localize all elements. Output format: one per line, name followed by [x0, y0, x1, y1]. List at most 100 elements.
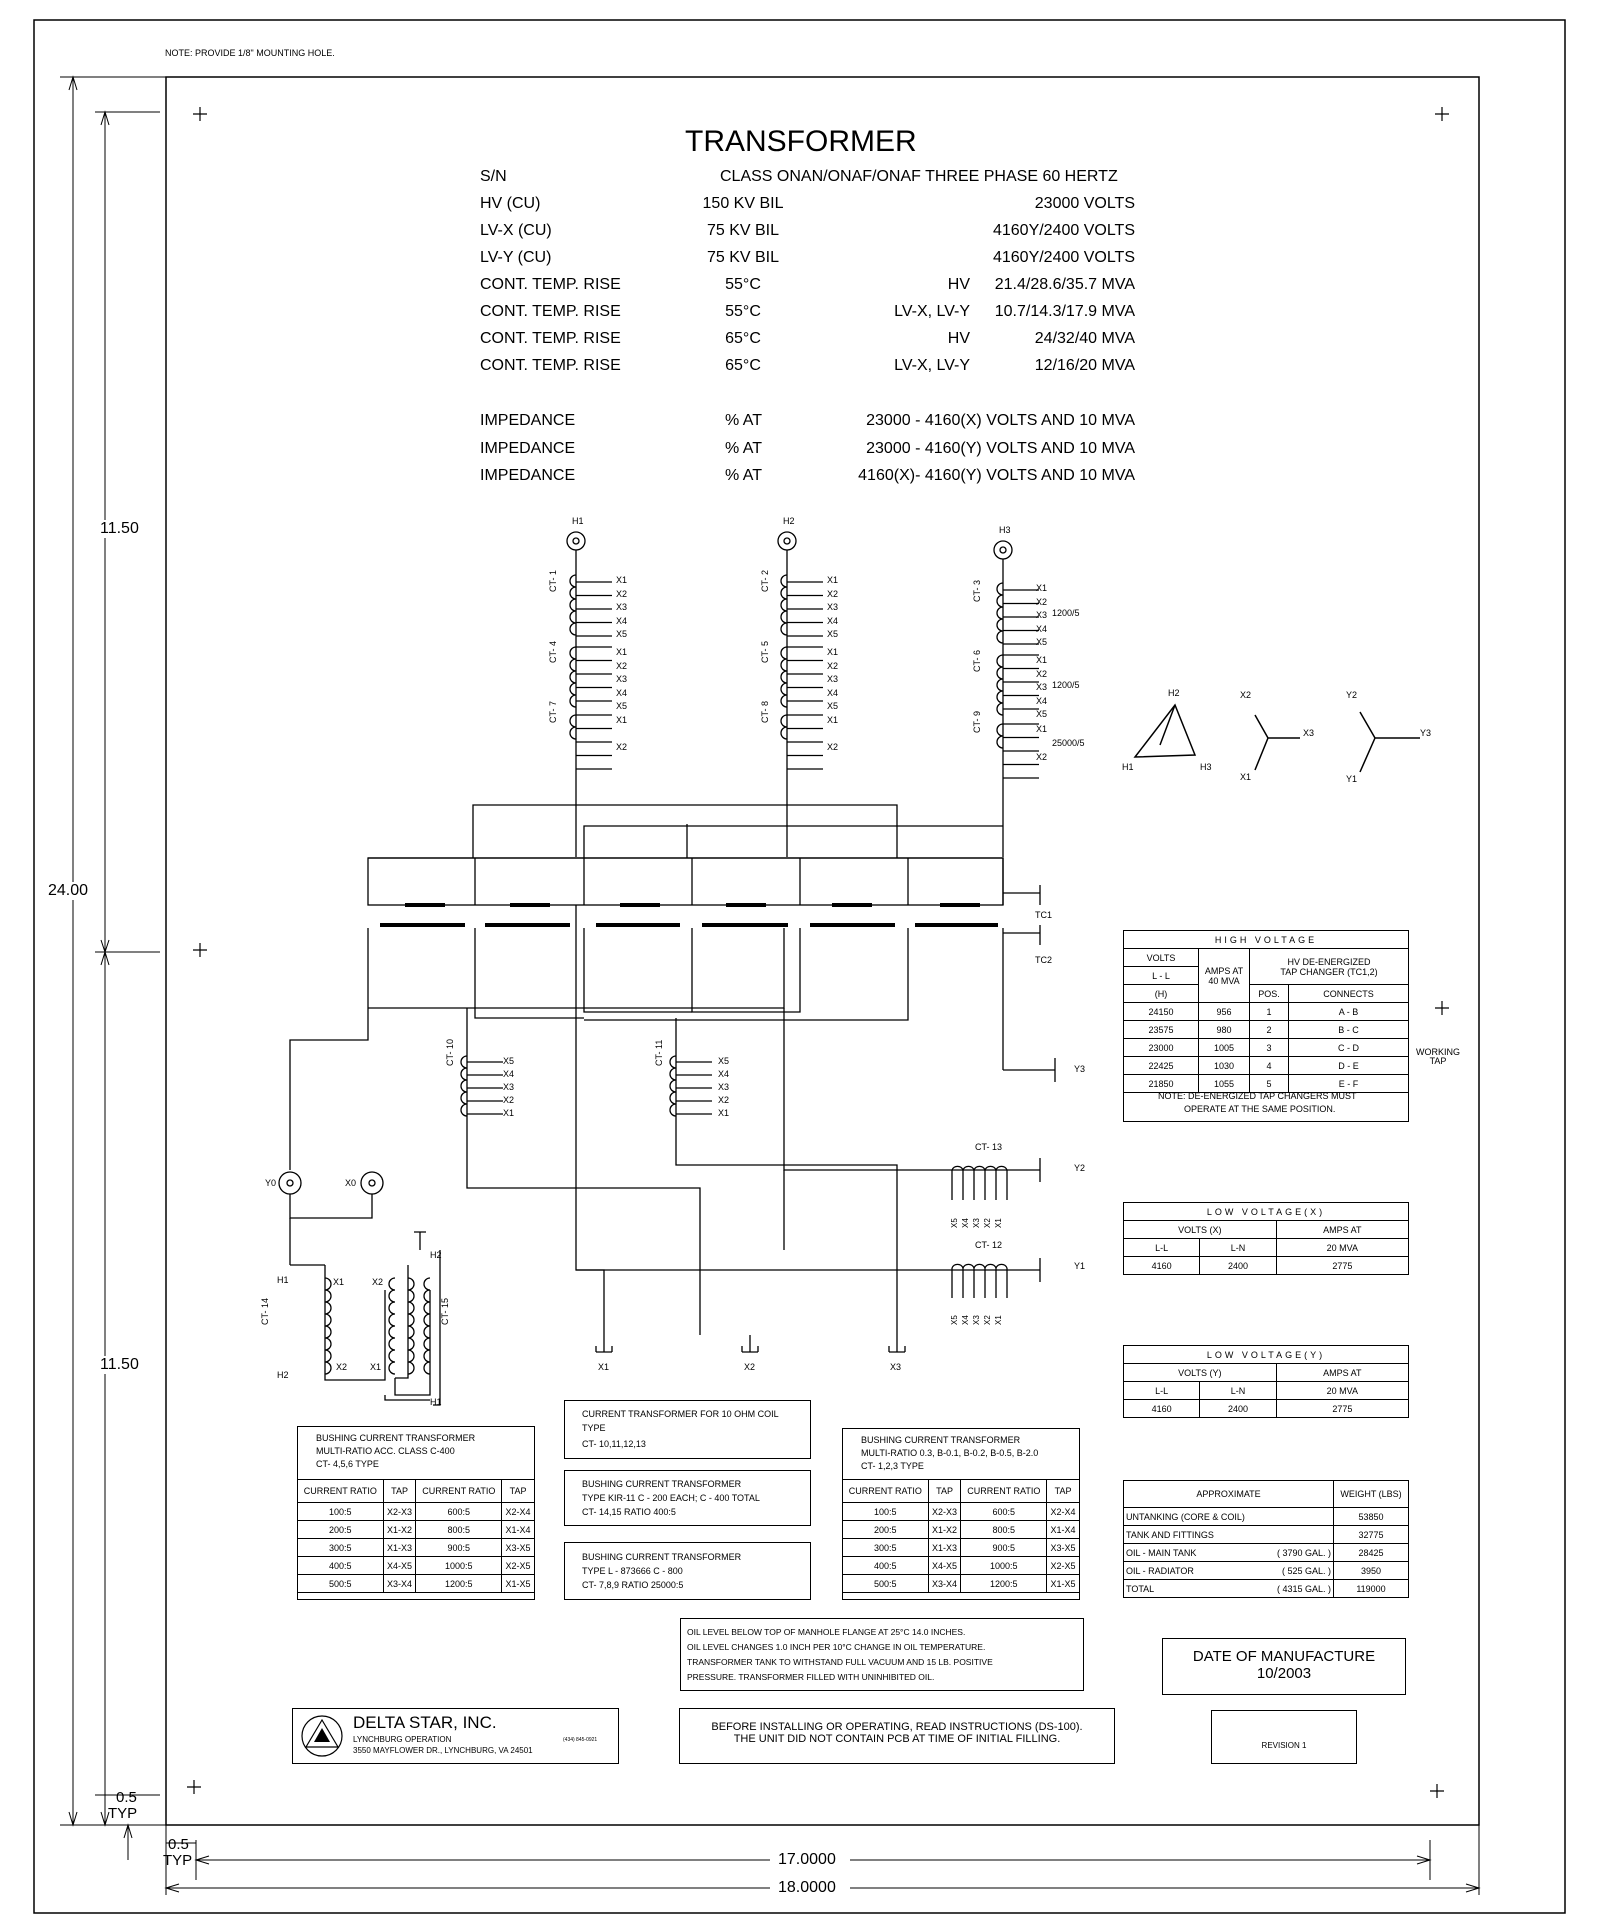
table-cell: 980: [1198, 1020, 1250, 1039]
weight-gallons: [1265, 1525, 1334, 1544]
ct-label-ct10: CT- 10: [445, 1038, 455, 1066]
coil: [569, 714, 577, 740]
table-cell: 100:5: [842, 1502, 929, 1521]
coil: [569, 646, 577, 708]
terminal-x1: X1: [616, 575, 628, 585]
table-cell: X2-X3: [382, 1502, 417, 1521]
hv-h-amps2: 40 MVA: [1208, 975, 1240, 986]
vec-h2: H2: [1168, 688, 1180, 698]
oil-note-box: OIL LEVEL BELOW TOP OF MANHOLE FLANGE AT…: [680, 1618, 1084, 1691]
table-cell: X3-X4: [382, 1574, 417, 1593]
table-cell: 22425: [1123, 1056, 1199, 1075]
coil: [324, 1277, 332, 1375]
weight-label: OIL - MAIN TANK: [1122, 1543, 1266, 1562]
table-header: CURRENT RATIO: [842, 1479, 929, 1503]
hv-h-ll: L - L: [1123, 966, 1199, 985]
revision-box: REVISION 1: [1211, 1710, 1357, 1764]
table-cell: B - C: [1288, 1020, 1409, 1039]
terminal-x4: X4: [616, 615, 628, 626]
rating-value: 24/32/40 MVA: [1034, 330, 1135, 347]
lvx-h-volts: VOLTS (X): [1123, 1220, 1277, 1239]
hv-h-tc2: TAP CHANGER (TC1,2): [1280, 966, 1378, 977]
terminal-x1: X1: [598, 1362, 610, 1372]
table-cell: 5: [1249, 1074, 1289, 1093]
rating-bil: 55°C: [725, 276, 761, 293]
coil: [780, 714, 788, 740]
ct-label-ct14: CT- 14: [260, 1297, 270, 1325]
terminal-x1: X1: [718, 1108, 730, 1118]
hv-h-pos: POS.: [1249, 984, 1289, 1003]
coil: [423, 1277, 431, 1375]
table-cell: 1055: [1198, 1074, 1250, 1093]
weight-value: 3950: [1333, 1561, 1409, 1580]
terminal-x5: X5: [1036, 709, 1048, 719]
weight-label: UNTANKING (CORE & COIL): [1122, 1507, 1266, 1526]
terminal-x5: X5: [1036, 637, 1048, 647]
revision-label: REVISION 1: [1261, 1741, 1307, 1750]
table-cell: X1-X5: [1046, 1574, 1080, 1593]
terminal-x1: X1: [827, 647, 839, 657]
ct-coil-l1: CURRENT TRANSFORMER FOR 10 OHM COIL: [582, 1409, 779, 1419]
table-header: CURRENT RATIO: [415, 1479, 503, 1503]
weight-value: 32775: [1333, 1525, 1409, 1544]
dim-upper-half: 11.50: [100, 520, 139, 538]
oil-note-line: OIL LEVEL CHANGES 1.0 INCH PER 10°C CHAN…: [687, 1642, 986, 1652]
terminal-x4: X4: [961, 1315, 970, 1325]
table-cell: C - D: [1288, 1038, 1409, 1057]
bct-left-box: BUSHING CURRENT TRANSFORMER MULTI-RATIO …: [297, 1426, 535, 1600]
terminal-x4: X4: [1036, 623, 1048, 634]
terminal-x5: X5: [616, 701, 628, 711]
rating-label: LV-X (CU): [480, 222, 552, 239]
weight-label: TOTAL: [1122, 1579, 1266, 1598]
terminal-h1: H1: [277, 1275, 289, 1285]
rating-value: 4160Y/2400 VOLTS: [992, 249, 1135, 266]
terminal-x2: X2: [372, 1277, 384, 1287]
impedance-label: IMPEDANCE: [480, 467, 576, 484]
terminal-x5: X5: [827, 701, 839, 711]
bct-mid1-l2: TYPE KIR-11 C - 200 EACH; C - 400 TOTAL: [582, 1493, 760, 1503]
table-row: UNTANKING (CORE & COIL)53850: [1122, 1507, 1409, 1526]
lvy-title: LOW VOLTAGE(Y): [1123, 1345, 1409, 1364]
table-cell: 200:5: [842, 1520, 929, 1539]
terminal-x5: X5: [827, 629, 839, 639]
terminal-x3: X3: [1036, 610, 1048, 620]
coil: [669, 1055, 677, 1117]
company-division: LYNCHBURG OPERATION: [353, 1735, 452, 1744]
lvy-h-ln: L-N: [1199, 1381, 1277, 1400]
bct-right-l1: BUSHING CURRENT TRANSFORMER: [861, 1435, 1021, 1445]
rating-winding: HV: [947, 330, 970, 347]
terminal-x2: X2: [827, 742, 839, 752]
ct-label-ct9: CT- 9: [972, 710, 982, 733]
weights-header-approx: APPROXIMATE: [1123, 1480, 1334, 1508]
terminal-x2: X2: [827, 588, 839, 599]
table-cell: 23000: [1123, 1038, 1199, 1057]
terminal-x1: X1: [1036, 724, 1048, 734]
rating-value: 4160Y/2400 VOLTS: [992, 222, 1135, 239]
coil: [460, 1055, 468, 1117]
vec-y1: Y1: [1346, 774, 1358, 784]
lvx-h-amps: AMPS AT: [1275, 1220, 1410, 1239]
rating-label: CONT. TEMP. RISE: [480, 357, 621, 374]
hv-h-h: (H): [1123, 984, 1199, 1003]
impedance-value: 23000 - 4160(Y) VOLTS AND 10 MVA: [866, 440, 1135, 457]
table-cell: 900:5: [960, 1538, 1048, 1557]
table-cell: 300:5: [842, 1538, 929, 1557]
mounting-note: NOTE: PROVIDE 1/8" MOUNTING HOLE.: [165, 48, 335, 58]
dim-outer-width: 18.0000: [778, 1879, 836, 1896]
terminal-x3: X3: [718, 1082, 730, 1092]
terminal-y2: Y2: [1074, 1163, 1086, 1173]
table-header: CURRENT RATIO: [297, 1479, 384, 1503]
weight-gallons: ( 525 GAL. ): [1265, 1561, 1334, 1580]
weight-gallons: [1265, 1507, 1334, 1526]
terminal-x3: X3: [503, 1082, 515, 1092]
vec-x1: X1: [1240, 772, 1252, 782]
lvy-h-amps: AMPS AT: [1275, 1363, 1410, 1382]
